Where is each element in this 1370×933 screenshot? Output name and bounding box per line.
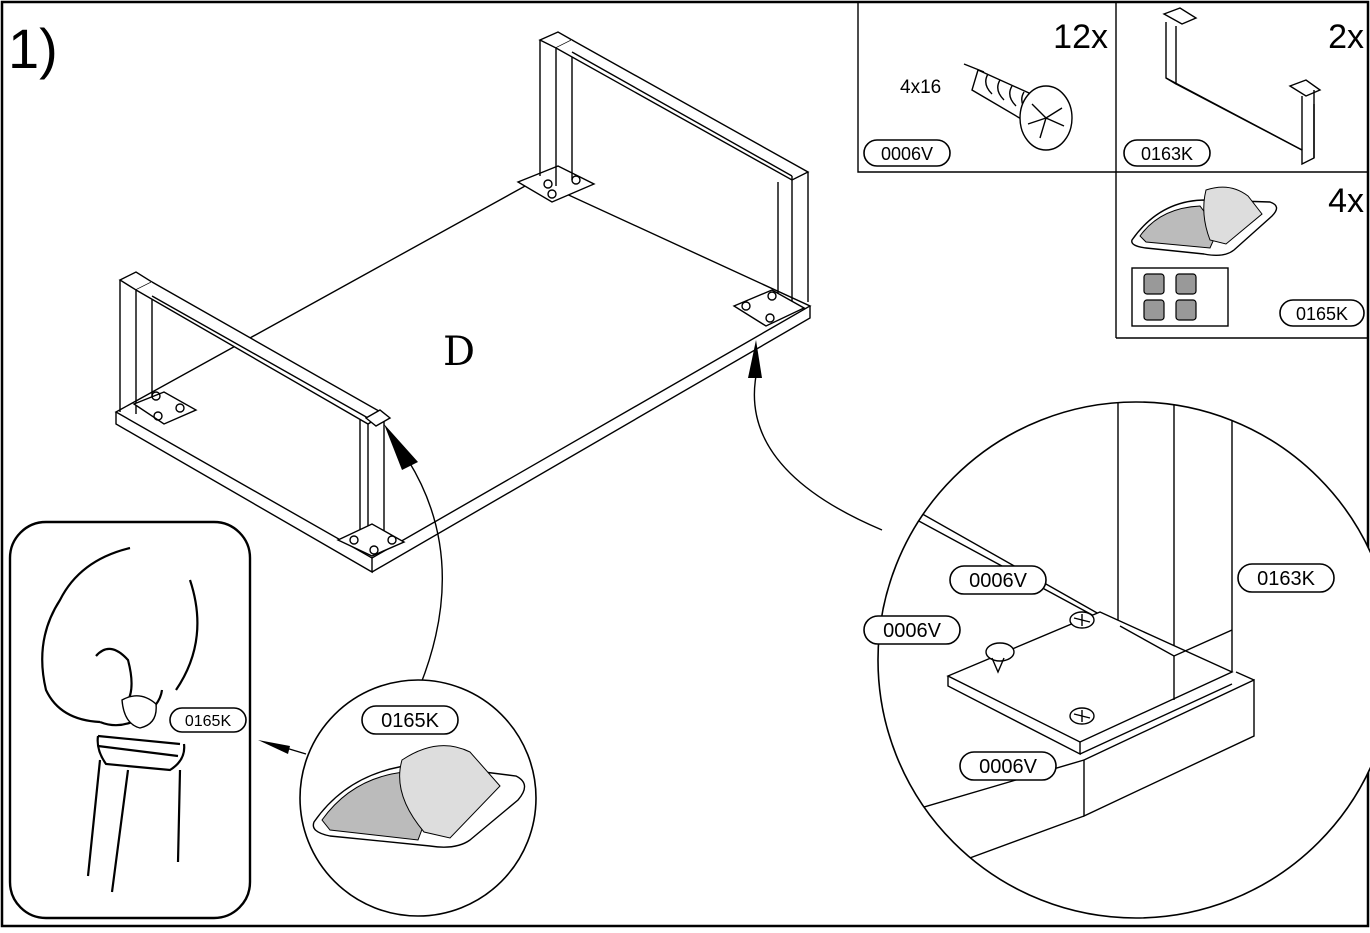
leg-frame-front bbox=[118, 271, 406, 557]
part-cell-leg: 2x 0163K bbox=[1123, 7, 1364, 167]
pad-detail-callout: 0165K bbox=[381, 710, 439, 732]
felt-pad-icon bbox=[1131, 186, 1278, 257]
part-code-leg: 0163K bbox=[1141, 144, 1193, 164]
leg-frame-back bbox=[516, 31, 810, 327]
part-code-screw: 0006V bbox=[881, 144, 933, 164]
joint-callout-b: 0006V bbox=[883, 620, 941, 642]
step-number: 1) bbox=[8, 17, 58, 80]
arrow-to-leg-joint bbox=[748, 340, 762, 378]
hand-icon bbox=[41, 546, 199, 893]
part-cell-pad: 4x 0165K bbox=[1131, 182, 1365, 327]
joint-callout-c: 0006V bbox=[979, 756, 1037, 778]
part-qty-leg: 2x bbox=[1328, 18, 1364, 56]
table-assembly-drawing: D bbox=[114, 31, 883, 755]
part-qty-screw: 12x bbox=[1053, 18, 1108, 56]
parts-table: 12x 4x16 0006V 2x 0 bbox=[857, 2, 1368, 339]
pad-detail-icon bbox=[312, 745, 526, 848]
part-size-screw: 4x16 bbox=[900, 77, 941, 98]
arrow-to-hand-detail bbox=[258, 740, 290, 754]
hand-detail-panel: 0165K bbox=[8, 520, 252, 920]
leg-frame-icon bbox=[1162, 7, 1322, 166]
hand-detail-callout: 0165K bbox=[185, 713, 232, 730]
pad-detail-circle: 0165K bbox=[299, 679, 537, 917]
panel-label: D bbox=[443, 329, 475, 375]
part-qty-pad: 4x bbox=[1328, 182, 1364, 220]
joint-callout-a: 0006V bbox=[969, 570, 1027, 592]
joint-callout-d: 0163K bbox=[1257, 568, 1315, 590]
part-cell-screw: 12x 4x16 0006V bbox=[863, 18, 1108, 167]
part-code-pad: 0165K bbox=[1296, 304, 1348, 324]
joint-detail-circle: 0006V 0006V 0006V 0163K bbox=[863, 401, 1370, 919]
arrow-to-leg-top bbox=[384, 424, 418, 470]
screw-icon bbox=[963, 63, 1073, 151]
